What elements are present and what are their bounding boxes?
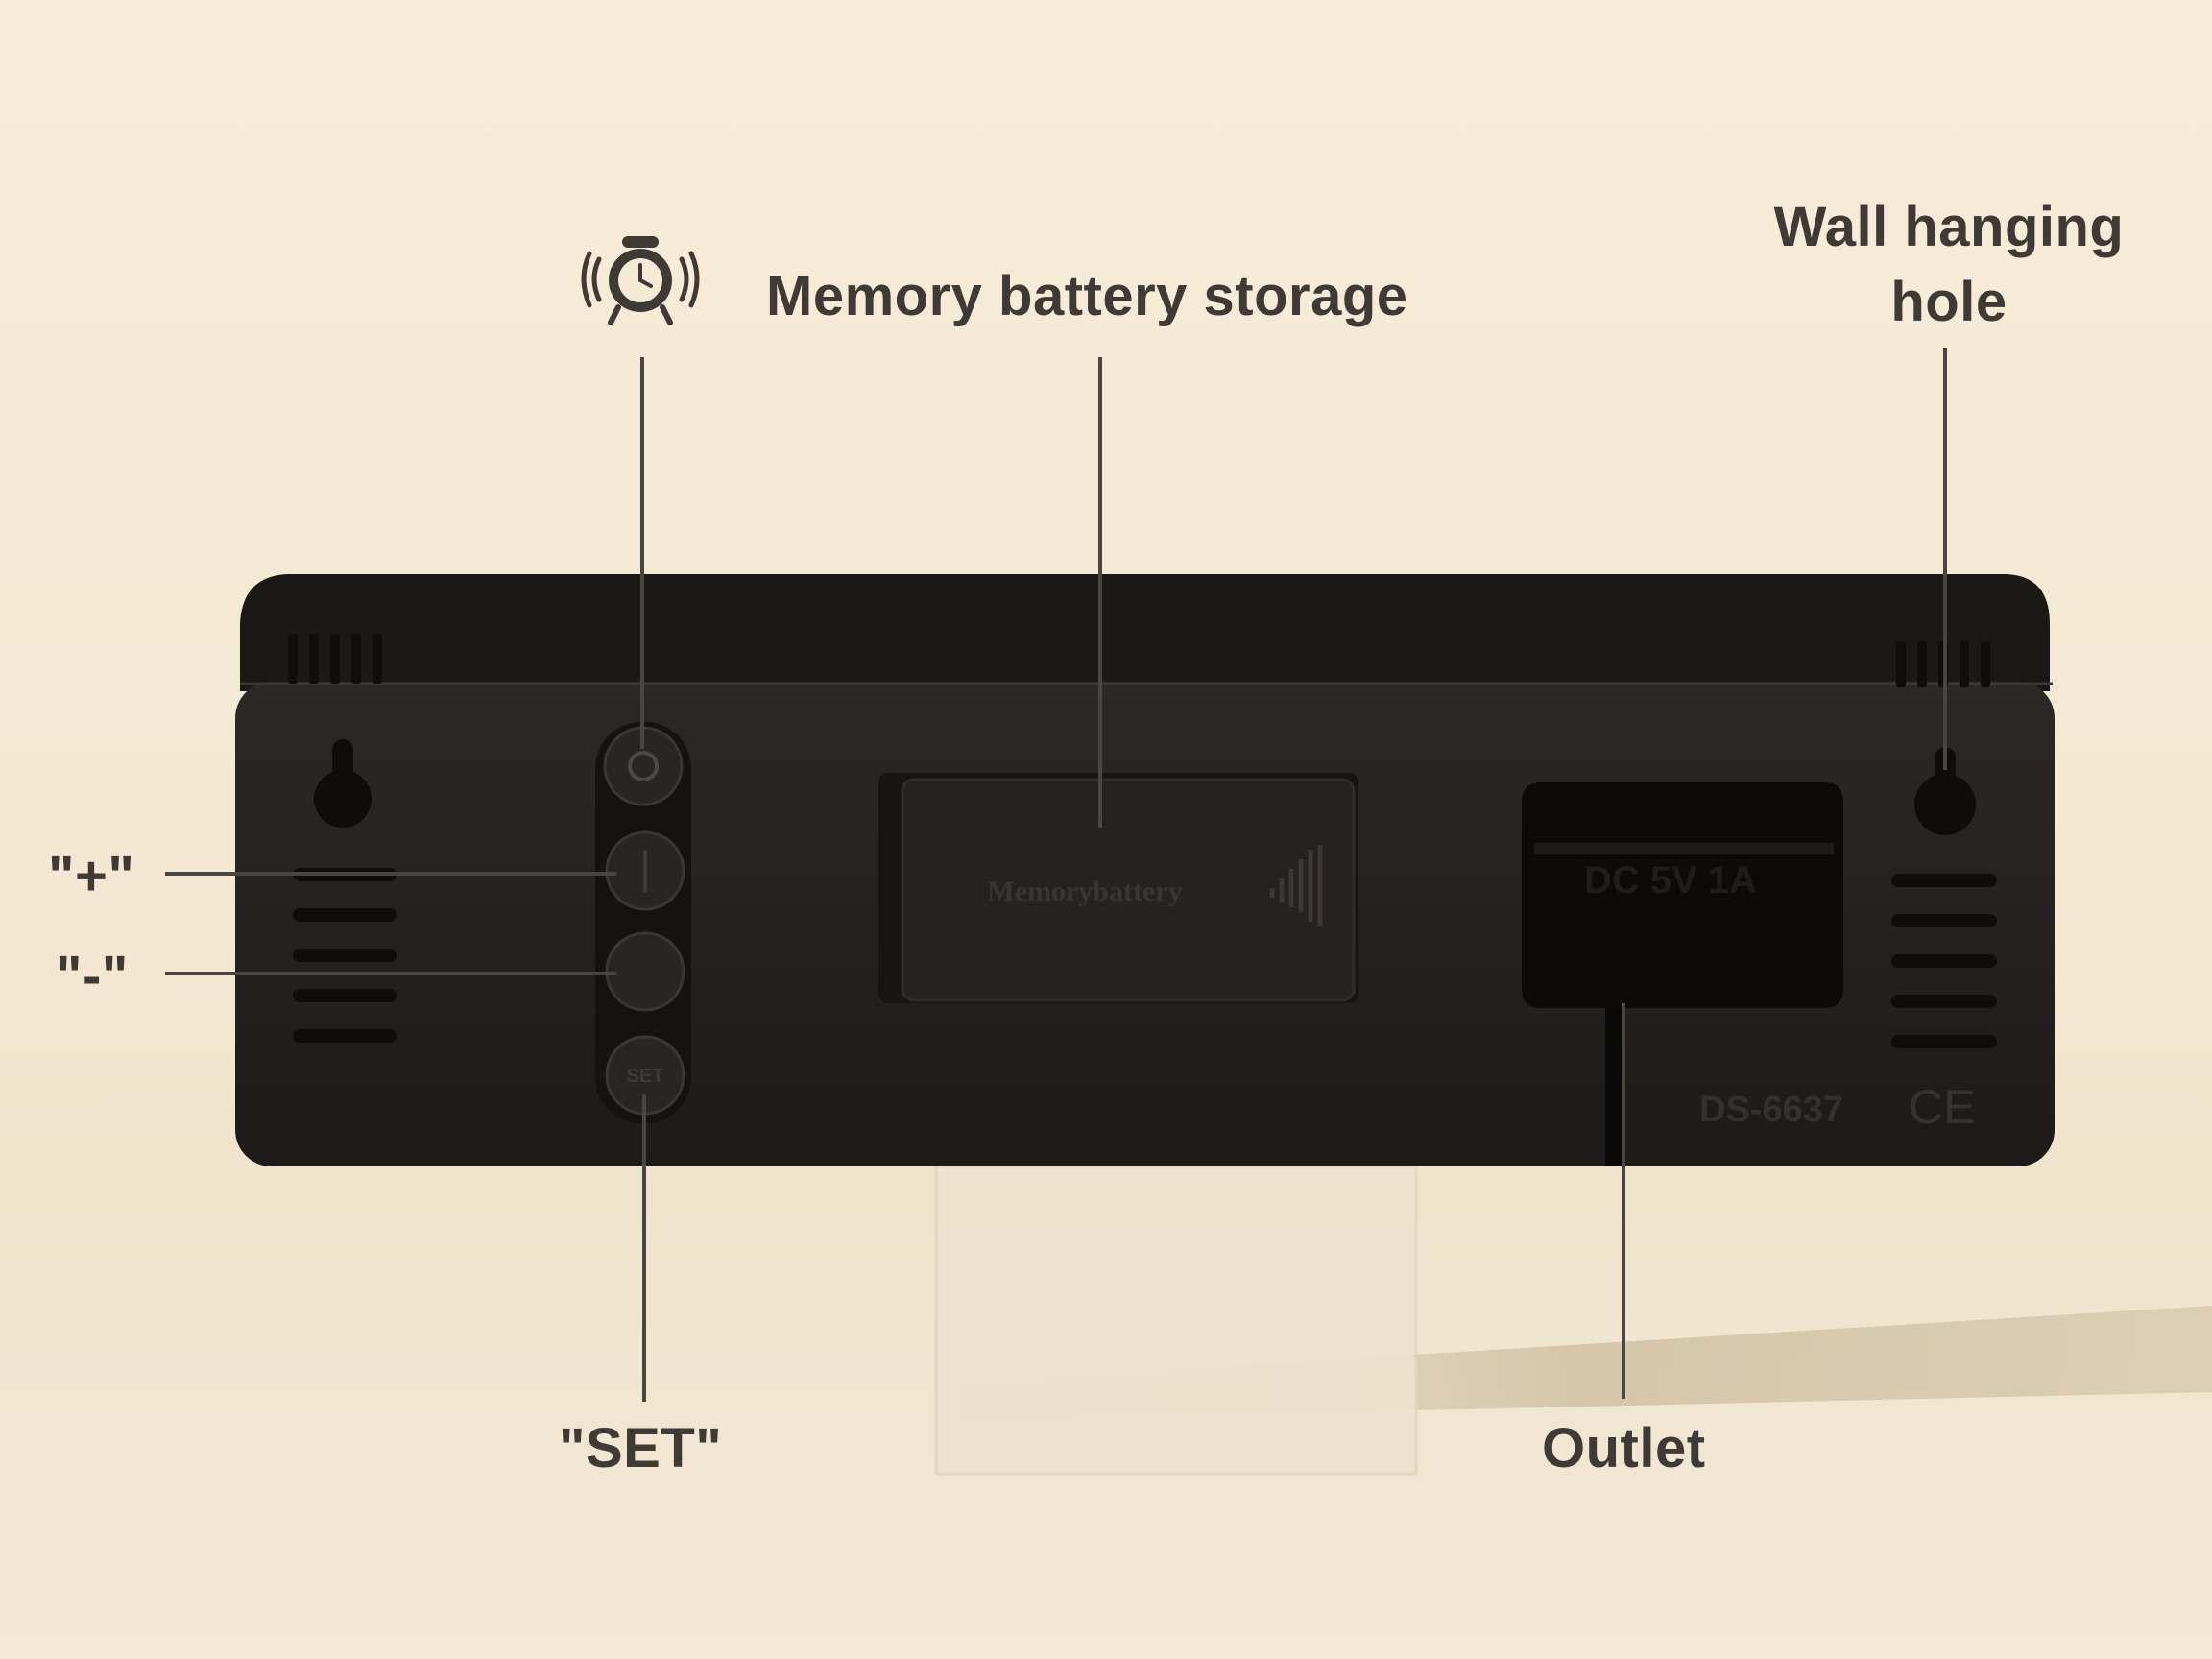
power-spec-text: DC 5V 1A <box>1584 859 1757 902</box>
alarm-clock-icon <box>581 236 700 325</box>
right-wall-hole <box>1914 747 1976 835</box>
plus-callout-line <box>165 872 616 876</box>
model-text: DS-6637 <box>1699 1090 1843 1130</box>
battery-callout-line <box>1098 357 1102 828</box>
wallhole-callout-line <box>1943 348 1947 770</box>
top-left-vents <box>288 634 382 684</box>
memory-battery-label: Memory battery storage <box>766 265 1408 327</box>
plus-button[interactable] <box>605 830 685 911</box>
battery-cover-text: Memorybattery <box>987 876 1182 907</box>
device-top-rim <box>240 574 2050 691</box>
alarm-callout-line <box>640 357 644 749</box>
minus-button[interactable] <box>605 931 685 1012</box>
outlet-label: Outlet <box>1542 1417 1706 1479</box>
set-callout-line <box>642 1094 646 1402</box>
battery-cover-grip <box>1269 845 1323 926</box>
plus-label: "+" <box>48 845 135 907</box>
wall-hanging-line1: Wall hanging <box>1773 196 2125 258</box>
battery-cover[interactable] <box>901 778 1356 1002</box>
cable-slot <box>1605 1008 1623 1166</box>
left-wall-hole <box>314 739 372 828</box>
outlet-recess <box>1522 782 1843 1008</box>
set-label: "SET" <box>559 1417 723 1479</box>
minus-callout-line <box>165 972 616 975</box>
wall-hanging-hole-label: Wall hanging hole <box>1747 190 2151 341</box>
ce-mark: CE <box>1909 1080 1975 1134</box>
set-button[interactable]: SET <box>605 1035 685 1116</box>
outlet-callout-line <box>1622 1003 1625 1399</box>
acrylic-stand <box>934 1165 1418 1476</box>
set-button-text: SET <box>627 1066 664 1087</box>
button-strip <box>595 722 691 1123</box>
minus-label: "-" <box>56 945 129 1007</box>
wall-hanging-line2: hole <box>1890 271 2008 334</box>
right-vent-grille <box>1891 874 1997 1048</box>
